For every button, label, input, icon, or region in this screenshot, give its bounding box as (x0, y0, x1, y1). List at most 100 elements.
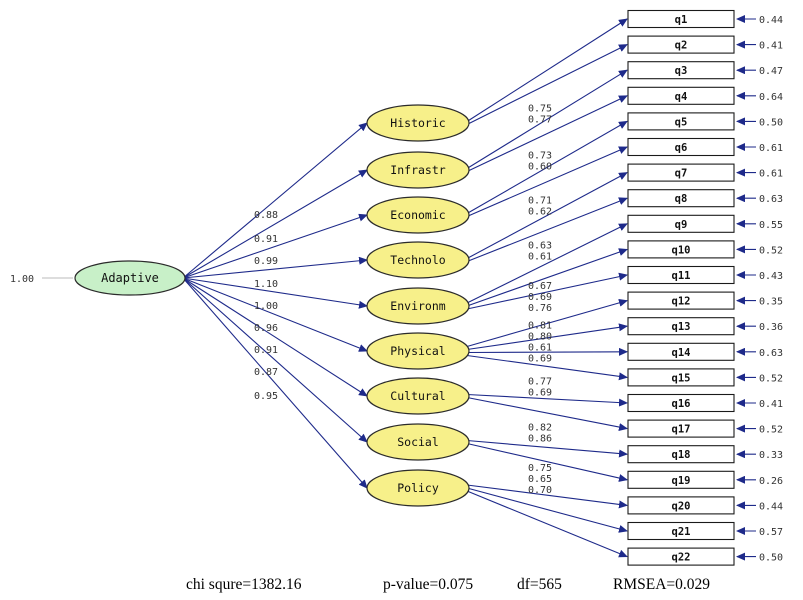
indicator-box (627, 445, 735, 464)
factor-ellipse (366, 104, 470, 142)
factor-path-arrow (182, 277, 368, 352)
rmsea-stat: RMSEA=0.029 (613, 576, 711, 593)
item-path-arrow (466, 323, 628, 351)
indicator-box (627, 112, 735, 131)
indicator-label: q22 (672, 552, 691, 564)
chi-square-stat: chi squre=1382.16 (186, 576, 302, 593)
error-variance-label: 0.52 (759, 373, 783, 384)
indicator-box (627, 189, 735, 208)
factor-loading-label: 0.95 (254, 391, 278, 402)
factor-ellipse (366, 423, 470, 461)
indicator-label: q21 (672, 526, 691, 538)
item-loading-label: 0.65 (528, 474, 552, 485)
factor-label: Cultural (390, 389, 445, 403)
factor-path-arrow (182, 277, 368, 397)
factor-loading-label: 0.87 (254, 367, 278, 378)
indicator-box (627, 496, 735, 515)
item-path-arrow (466, 442, 628, 482)
indicator-label: q1 (675, 14, 688, 26)
indicator-box (627, 342, 735, 361)
indicator-label: q20 (672, 500, 691, 512)
error-variance-label: 0.41 (759, 399, 783, 410)
item-path-arrow (466, 393, 628, 407)
factor-loading-label: 0.88 (254, 210, 278, 221)
root-variance-label: 1.00 (10, 274, 34, 285)
indicator-label: q15 (672, 372, 691, 384)
error-variance-label: 0.26 (759, 476, 783, 487)
indicator-box (627, 9, 735, 29)
item-loading-label: 0.61 (528, 343, 552, 354)
item-loading-label: 0.69 (528, 354, 552, 365)
item-path-arrow (466, 18, 628, 122)
indicator-label: q12 (672, 296, 691, 308)
error-variance-label: 0.63 (759, 194, 783, 205)
error-variance-label: 0.50 (759, 117, 783, 128)
root-latent-ellipse (74, 260, 186, 296)
indicator-box (627, 214, 735, 233)
item-path-arrow (466, 347, 628, 356)
error-variance-label: 0.44 (759, 15, 783, 26)
item-loading-label: 0.82 (528, 423, 552, 434)
item-path-arrow (466, 223, 628, 304)
factor-loading-label: 1.00 (254, 301, 278, 312)
factor-ellipse (366, 377, 470, 415)
item-path-arrow (466, 120, 628, 214)
factor-ellipse (366, 151, 470, 189)
factor-loading-label: 0.96 (254, 323, 278, 334)
item-loading-label: 0.75 (528, 104, 552, 115)
indicator-box (627, 265, 735, 285)
factor-path-arrow (182, 122, 368, 279)
item-loading-label: 0.60 (528, 162, 552, 173)
factor-label: Historic (390, 116, 445, 130)
factor-path-arrow (182, 256, 368, 279)
error-variance-label: 0.50 (759, 553, 783, 564)
error-variance-label: 0.41 (759, 41, 783, 52)
error-variance-label: 0.35 (759, 297, 783, 308)
item-path-arrow (466, 44, 628, 125)
error-variance-label: 0.55 (759, 220, 783, 231)
item-loading-label: 0.63 (528, 241, 552, 252)
item-path-arrow (466, 396, 628, 432)
error-variance-label: 0.64 (759, 92, 783, 103)
indicator-label: q19 (672, 475, 691, 487)
item-loading-label: 0.77 (528, 115, 552, 126)
root-latent-label: Adaptive (101, 271, 159, 285)
item-loading-label: 0.80 (528, 332, 552, 343)
indicator-box (627, 163, 735, 182)
factor-label: Physical (390, 344, 445, 358)
factor-loading-label: 0.91 (254, 345, 278, 356)
indicator-box (627, 240, 735, 259)
item-loading-label: 0.62 (528, 207, 552, 218)
item-loading-label: 0.81 (528, 321, 552, 332)
error-variance-label: 0.61 (759, 169, 783, 180)
indicator-label: q6 (675, 142, 688, 154)
item-path-arrow (466, 487, 628, 533)
indicator-label: q2 (675, 40, 688, 52)
item-path-arrow (466, 272, 628, 310)
item-loading-label: 0.69 (528, 292, 552, 303)
factor-label: Technolo (390, 253, 445, 267)
item-loading-label: 0.70 (528, 485, 552, 496)
item-loading-label: 0.76 (528, 303, 552, 314)
item-path-arrow (466, 439, 628, 458)
item-loading-label: 0.73 (528, 151, 552, 162)
factor-label: Policy (397, 481, 439, 495)
error-variance-label: 0.33 (759, 450, 783, 461)
item-path-arrow (466, 197, 628, 263)
indicator-box (627, 137, 735, 157)
indicator-box (627, 547, 735, 566)
indicator-box (627, 291, 735, 310)
item-loading-label: 0.86 (528, 434, 552, 445)
item-path-arrow (466, 146, 628, 218)
item-path-arrow (466, 248, 628, 307)
item-loading-label: 0.67 (528, 281, 552, 292)
path-nodes: AdaptiveHistoricInfrastrEconomicTechnolo… (74, 9, 735, 566)
indicator-box (627, 86, 735, 105)
item-loading-label: 0.69 (528, 388, 552, 399)
indicator-label: q17 (672, 424, 691, 436)
factor-ellipse (366, 241, 470, 279)
factor-path-arrow (182, 277, 368, 489)
indicator-box (627, 61, 735, 80)
indicator-label: q7 (675, 168, 688, 180)
